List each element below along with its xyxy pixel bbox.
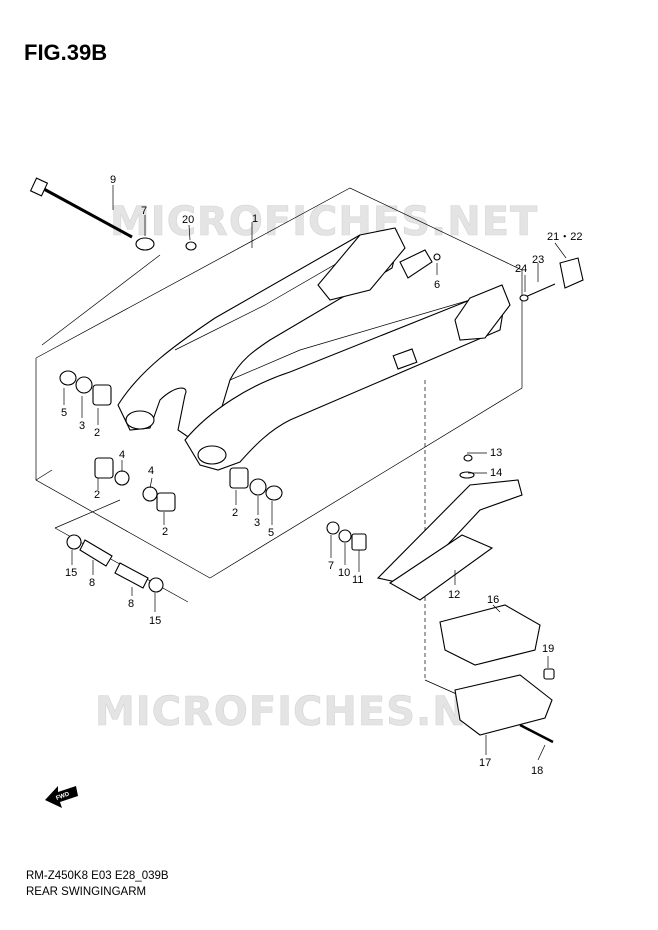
callout-16: 16 — [487, 594, 499, 606]
callout-11: 11 — [352, 574, 363, 586]
callout-3-left: 3 — [79, 420, 85, 432]
section-title: REAR SWINGINGARM — [26, 886, 147, 898]
callout-2-upper-left: 2 — [94, 427, 100, 439]
callout-7-top: 7 — [141, 205, 147, 217]
callout-13: 13 — [490, 447, 502, 459]
callout-7-bottom: 7 — [328, 560, 334, 572]
callout-17: 17 — [479, 757, 491, 769]
callout-12: 12 — [448, 589, 460, 601]
fwd-arrow-icon: FWD — [45, 786, 78, 808]
callout-3-right: 3 — [254, 517, 260, 529]
callout-24: 24 — [515, 263, 527, 275]
model-code: RM-Z450K8 E03 E28_039B — [26, 870, 169, 882]
figure-title: FIG.39B — [24, 40, 108, 65]
watermark-top: MICROFICHES.NET — [110, 199, 538, 245]
callout-23: 23 — [532, 254, 544, 266]
pivot-collars — [66, 534, 164, 593]
callout-18: 18 — [531, 765, 543, 777]
callout-8-left: 8 — [89, 577, 95, 589]
callout-6: 6 — [434, 279, 440, 291]
callout-2-lower-left: 2 — [94, 489, 100, 501]
callout-10: 10 — [338, 567, 350, 579]
callout-8-right: 8 — [128, 598, 134, 610]
callout-4-mid: 4 — [148, 465, 154, 477]
callout-15-left: 15 — [65, 567, 77, 579]
callout-19: 19 — [542, 643, 554, 655]
callout-20: 20 — [182, 214, 194, 226]
callout-5-left: 5 — [61, 407, 67, 419]
axle-adjuster-parts — [399, 249, 584, 302]
callout-4-left: 4 — [119, 449, 125, 461]
callout-15-right: 15 — [149, 615, 161, 627]
fwd-arrow-label: FWD — [55, 791, 71, 802]
callout-9: 9 — [110, 174, 116, 186]
chain-buffer — [376, 454, 523, 601]
callout-2-mid: 2 — [162, 526, 168, 538]
swingarm-body — [117, 227, 511, 471]
callout-numbers: 1 9 7 20 6 21・22 23 24 13 14 12 16 19 17… — [61, 174, 582, 777]
leader-lines — [63, 185, 567, 761]
callout-5-right: 5 — [268, 527, 274, 539]
pivot-bolt — [29, 177, 197, 251]
linkage-bearings — [326, 521, 367, 551]
callout-14: 14 — [490, 467, 502, 479]
callout-2-right: 2 — [232, 507, 238, 519]
chain-guide — [439, 604, 555, 744]
callout-21-22: 21・22 — [547, 231, 582, 243]
watermark-bottom: MICROFICHES.NET — [95, 689, 523, 735]
callout-1: 1 — [252, 213, 258, 225]
left-pivot-bearings — [59, 370, 283, 512]
